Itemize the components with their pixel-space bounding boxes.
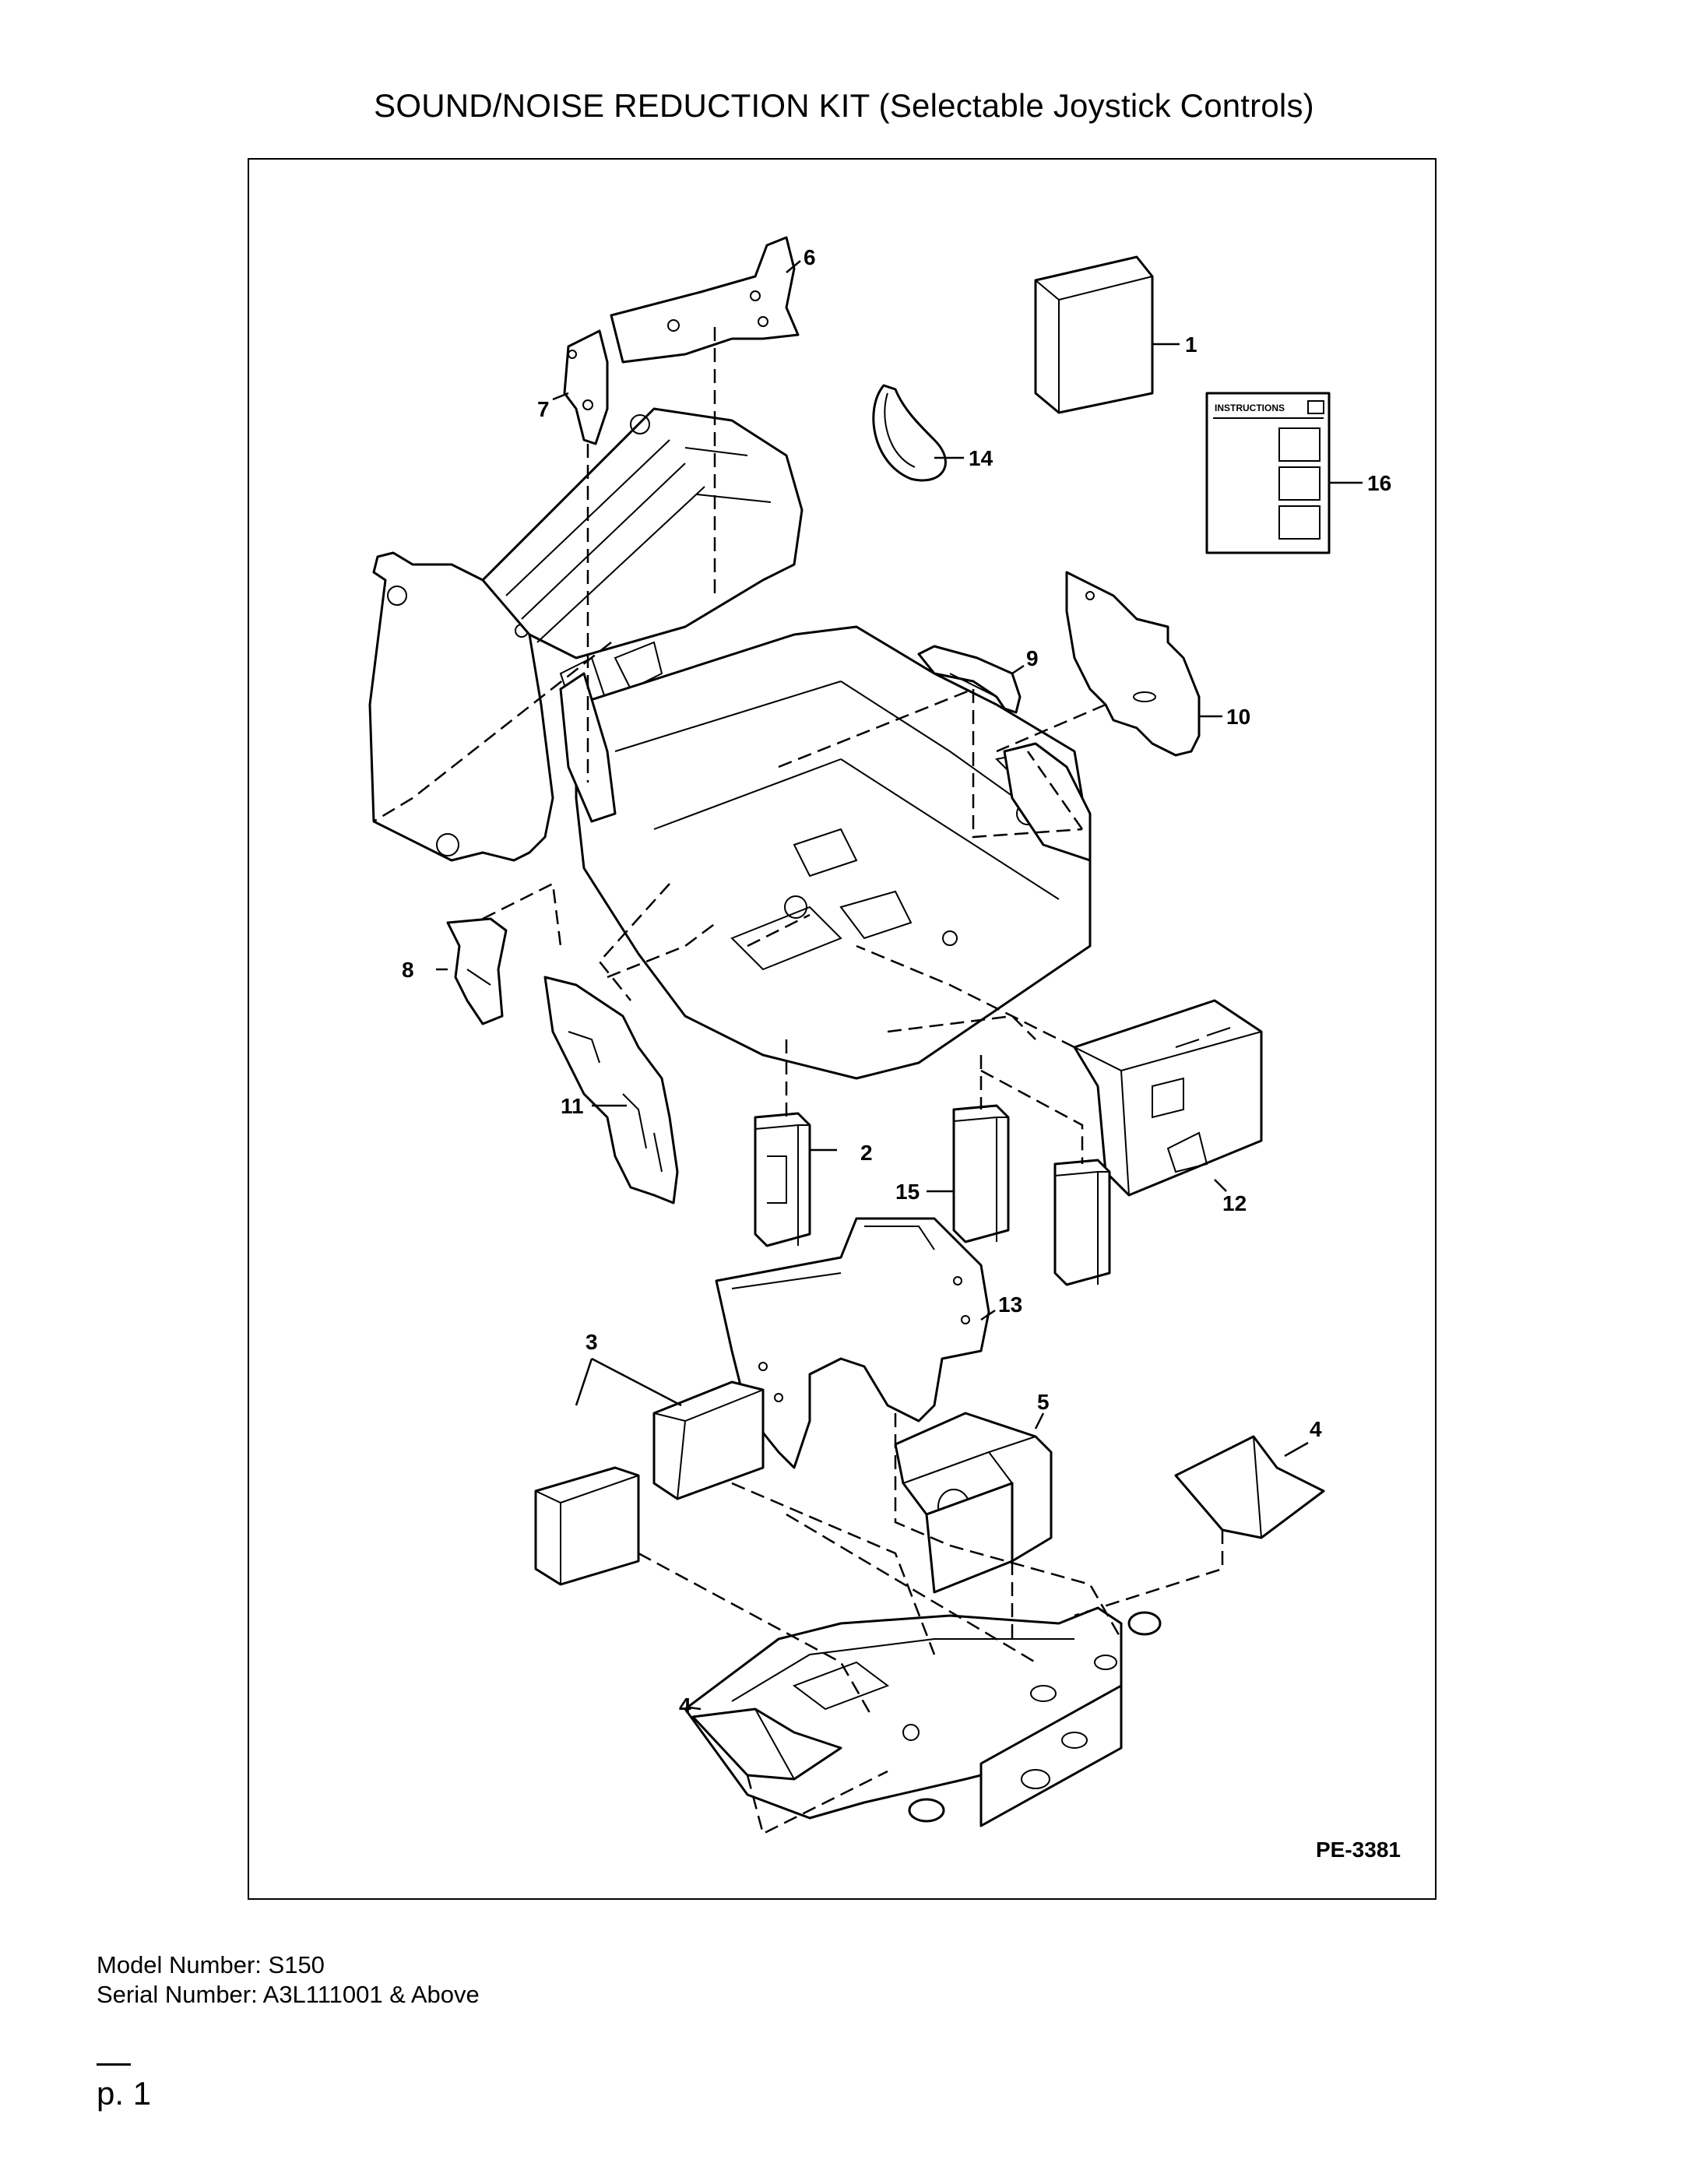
part-16-instructions-sheet: INSTRUCTIONS	[1205, 392, 1331, 554]
page-number: p. 1	[97, 2075, 152, 2112]
callout-leader-lines	[436, 260, 1363, 1711]
part-1-box	[1034, 255, 1154, 414]
callout-1: 1	[1185, 332, 1197, 357]
callout-7: 7	[537, 397, 550, 421]
part-callouts: 1 2 3 4 4 5 6 7 8 9 10 11 12 13 14 15 16	[402, 245, 1391, 1718]
callout-3: 3	[586, 1330, 598, 1354]
callout-11: 11	[561, 1094, 584, 1118]
callout-15: 15	[895, 1180, 920, 1204]
part-3-foam-blocks	[534, 1380, 765, 1586]
callout-13: 13	[998, 1292, 1022, 1317]
part-7-side-bracket	[563, 329, 609, 445]
diagram-canvas: INSTRUCTIONS	[368, 236, 1401, 1862]
part-10-side-panel	[1065, 571, 1201, 757]
callout-14: 14	[969, 446, 993, 470]
part-13-bracket-panel	[715, 1217, 990, 1469]
part-4-wedge-upper	[1174, 1435, 1325, 1539]
callout-16: 16	[1367, 471, 1391, 495]
callout-4-upper: 4	[1310, 1417, 1322, 1441]
callout-12: 12	[1222, 1191, 1247, 1215]
callout-4-lower: 4	[679, 1693, 691, 1718]
part-14-cable-tie	[872, 384, 947, 482]
part-9-small-bracket	[917, 645, 1022, 714]
part-12-rear-panel	[1073, 999, 1263, 1197]
model-number: Model Number: S150	[97, 1951, 325, 1978]
part-5-cover	[894, 1412, 1053, 1594]
callout-9: 9	[1026, 646, 1039, 670]
callout-6: 6	[804, 245, 816, 269]
callout-2: 2	[860, 1141, 873, 1165]
exploded-parts-diagram: INSTRUCTIONS	[248, 158, 1437, 1900]
part-6-upper-panel	[610, 236, 800, 364]
part-15-foam-block	[952, 1104, 1111, 1286]
part-8-small-panel	[446, 917, 508, 1025]
part-2-foam-block	[754, 1112, 811, 1247]
figure-id: PE-3381	[1316, 1838, 1401, 1862]
instructions-text: INSTRUCTIONS	[1215, 403, 1285, 413]
part-11-floor-panel	[543, 976, 679, 1205]
callout-8: 8	[402, 958, 414, 982]
callout-10: 10	[1226, 705, 1250, 729]
assembly-guide-lines	[373, 327, 1224, 1835]
page-title: SOUND/NOISE REDUCTION KIT (Selectable Jo…	[374, 87, 1314, 124]
callout-5: 5	[1037, 1390, 1050, 1414]
page-marker-rule	[97, 2063, 131, 2066]
serial-number: Serial Number: A3L111001 & Above	[97, 1981, 480, 2008]
